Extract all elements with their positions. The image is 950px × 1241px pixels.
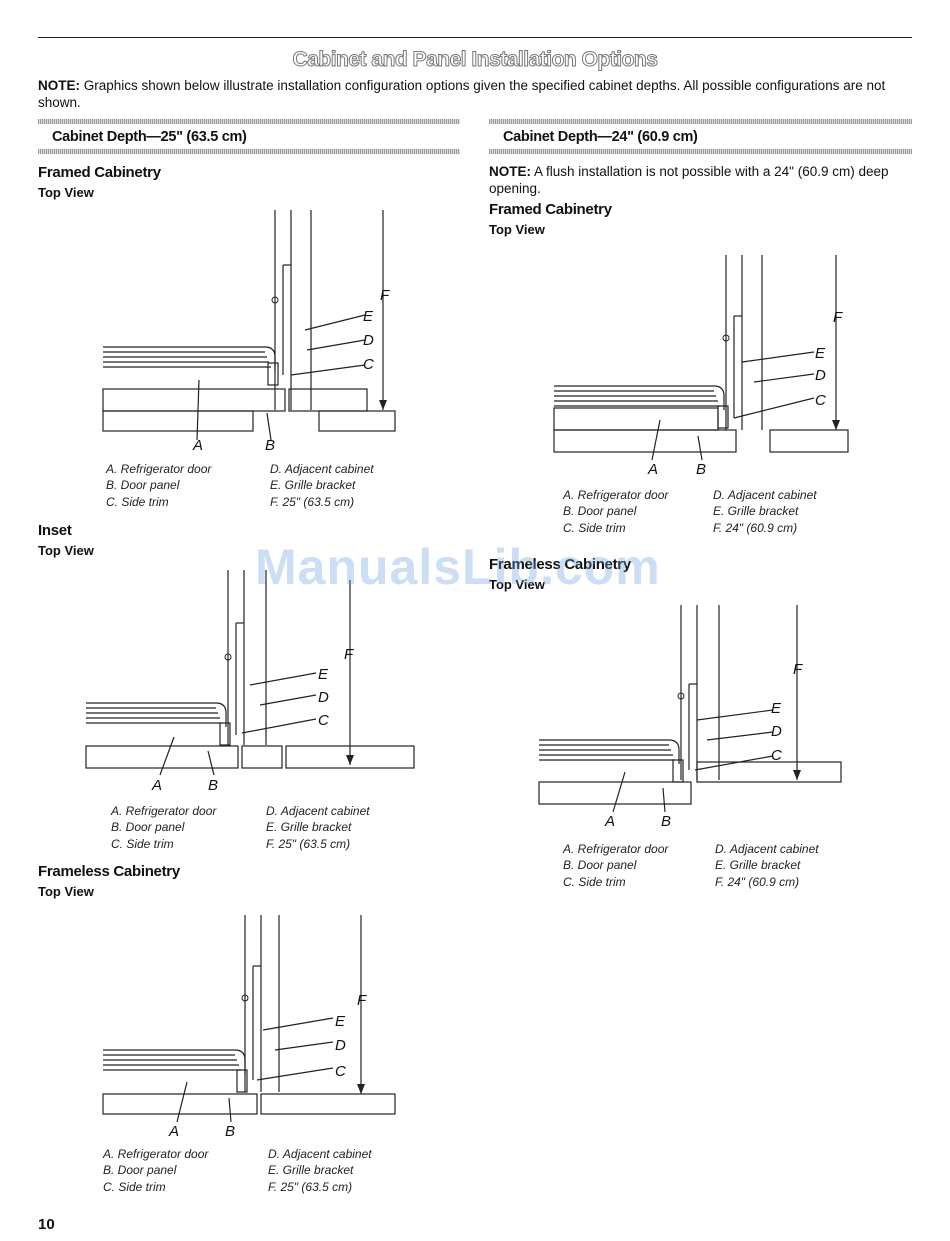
legend-framed-24-left: A. Refrigerator door B. Door panel C. Si…: [563, 488, 669, 535]
top-view-label: Top View: [489, 222, 545, 237]
framed-cabinetry-title-24: Framed Cabinetry: [489, 201, 612, 218]
label-b: B: [208, 777, 218, 794]
legend-frameless-24-right: D. Adjacent cabinet E. Grille bracket F.…: [715, 842, 819, 889]
frameless-cabinetry-title-25: Frameless Cabinetry: [38, 863, 180, 880]
section-bar-right: [489, 119, 912, 124]
top-rule: [38, 37, 912, 38]
legend-inset-right: D. Adjacent cabinet E. Grille bracket F.…: [266, 804, 370, 851]
label-f: F: [344, 646, 354, 663]
diagram-framed-25: F E D C A B: [102, 210, 396, 454]
diagram-frameless-24: F E D C A B: [538, 605, 842, 830]
label-b: B: [265, 437, 275, 454]
label-c: C: [335, 1063, 346, 1080]
diagram-inset-25: F E D C A B: [85, 570, 415, 794]
note-label: NOTE:: [489, 164, 531, 179]
label-f: F: [380, 287, 390, 304]
label-d: D: [815, 367, 826, 384]
label-d: D: [335, 1037, 346, 1054]
label-e: E: [318, 666, 329, 683]
label-e: E: [335, 1013, 346, 1030]
label-f: F: [833, 309, 843, 326]
label-a: A: [647, 461, 658, 478]
top-view-label: Top View: [38, 185, 94, 200]
label-b: B: [696, 461, 706, 478]
label-f: F: [357, 992, 367, 1009]
label-d: D: [771, 723, 782, 740]
legend-framed-25-left: A. Refrigerator door B. Door panel C. Si…: [106, 462, 212, 509]
legend-framed-24-right: D. Adjacent cabinet E. Grille bracket F.…: [713, 488, 817, 535]
legend-framed-25-right: D. Adjacent cabinet E. Grille bracket F.…: [270, 462, 374, 509]
flush-note: NOTE: A flush installation is not possib…: [489, 163, 909, 197]
note-text: A flush installation is not possible wit…: [489, 164, 889, 196]
label-f: F: [793, 661, 803, 678]
label-c: C: [771, 747, 782, 764]
top-view-label: Top View: [489, 577, 545, 592]
label-b: B: [225, 1123, 235, 1140]
top-view-label: Top View: [38, 884, 94, 899]
legend-frameless-24-left: A. Refrigerator door B. Door panel C. Si…: [563, 842, 669, 889]
section-bar-left: [38, 119, 460, 124]
label-a: A: [604, 813, 615, 830]
page-number: 10: [38, 1216, 55, 1233]
note-label: NOTE:: [38, 78, 80, 93]
label-a: A: [151, 777, 162, 794]
label-e: E: [771, 700, 782, 717]
legend-inset-left: A. Refrigerator door B. Door panel C. Si…: [111, 804, 217, 851]
label-e: E: [363, 308, 374, 325]
label-b: B: [661, 813, 671, 830]
label-d: D: [363, 332, 374, 349]
label-c: C: [318, 712, 329, 729]
inset-title: Inset: [38, 522, 72, 539]
diagram-frameless-25: F E D C A B: [102, 915, 396, 1140]
intro-note: NOTE: Graphics shown below illustrate in…: [38, 77, 912, 111]
label-a: A: [168, 1123, 179, 1140]
legend-frameless-25-right: D. Adjacent cabinet E. Grille bracket F.…: [268, 1147, 372, 1194]
section-bar-right-bottom: [489, 149, 912, 154]
page-title: Cabinet and Panel Installation Options: [292, 48, 658, 72]
section-heading-24: Cabinet Depth—24" (60.9 cm): [503, 129, 698, 145]
watermark: ManualsLib.com: [255, 539, 661, 595]
label-e: E: [815, 345, 826, 362]
section-bar-left-bottom: [38, 149, 460, 154]
label-d: D: [318, 689, 329, 706]
legend-frameless-25-left: A. Refrigerator door B. Door panel C. Si…: [103, 1147, 209, 1194]
framed-cabinetry-title-25: Framed Cabinetry: [38, 164, 161, 181]
label-a: A: [192, 437, 203, 454]
diagram-framed-24: F E D C A B: [553, 255, 849, 478]
note-text: Graphics shown below illustrate installa…: [38, 78, 886, 110]
section-heading-25: Cabinet Depth—25" (63.5 cm): [52, 129, 247, 145]
top-view-label: Top View: [38, 543, 94, 558]
label-c: C: [815, 392, 826, 409]
frameless-cabinetry-title-24: Frameless Cabinetry: [489, 556, 631, 573]
label-c: C: [363, 356, 374, 373]
